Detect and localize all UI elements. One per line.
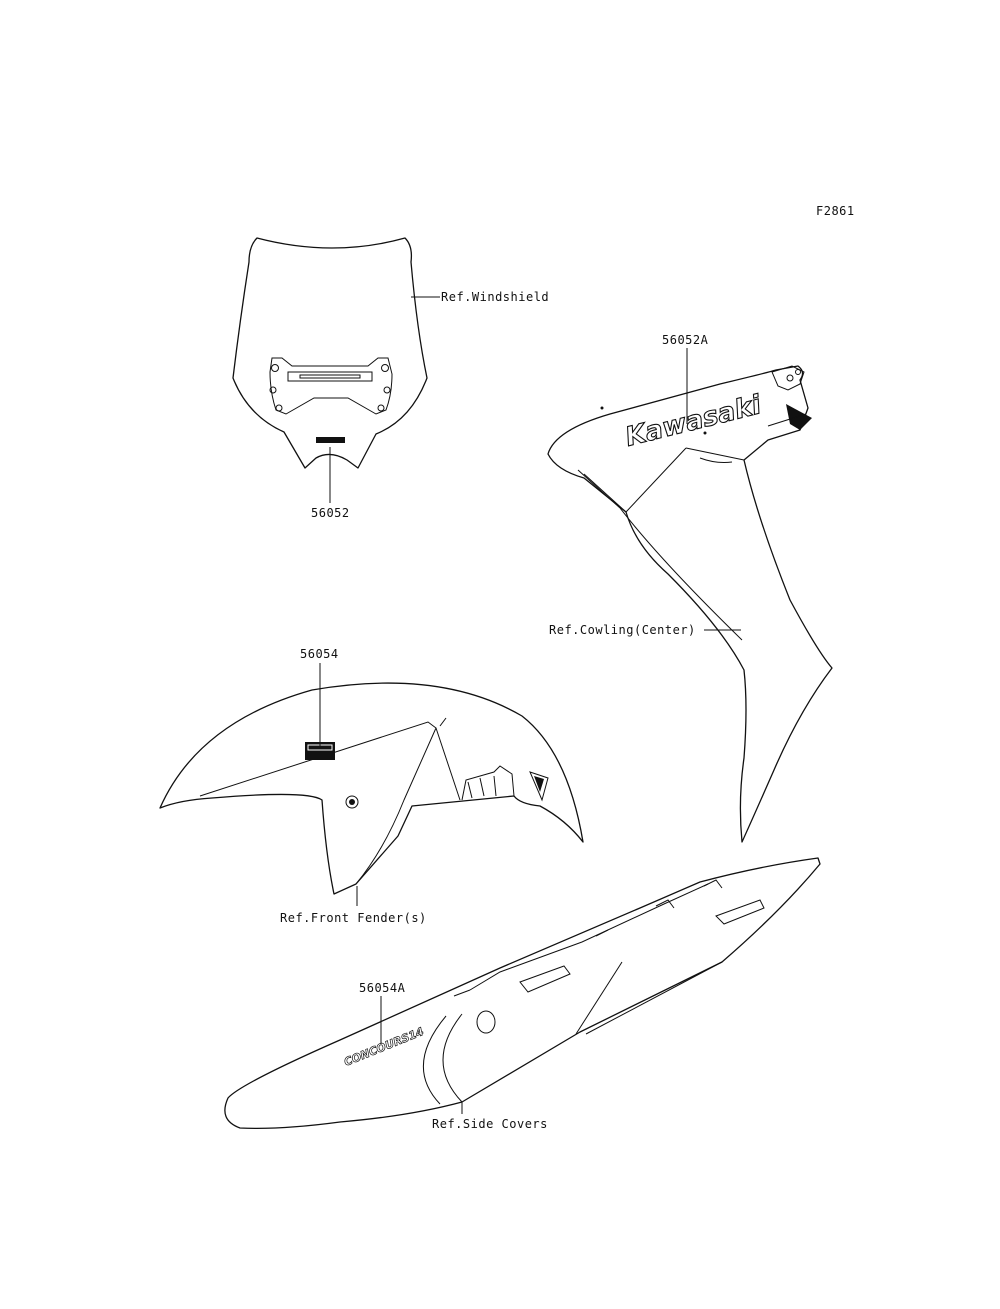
windshield-drawing [232,237,428,469]
side-cover-ref-label: Ref.Side Covers [432,1117,548,1131]
fender-ref-label: Ref.Front Fender(s) [280,911,427,925]
cowling-logo: Kawasaki [622,390,765,453]
fender-drawing [159,682,584,895]
fender-emblem [305,742,335,760]
cowling-ref-label: Ref.Cowling(Center) [549,623,696,637]
side-cover-logo: CONCOURS14 [342,1025,425,1069]
side-cover-drawing: CONCOURS14 [224,857,821,1130]
figure-id: F2861 [816,204,855,218]
fender-part-number: 56054 [300,647,339,661]
windshield-part-number: 56052 [311,506,350,520]
windshield-emblem [316,437,345,443]
side-cover-part-number: 56054A [359,981,406,995]
cowling-part-number: 56052A [662,333,709,347]
cowling-drawing: Kawasaki [547,365,833,843]
windshield-ref-label: Ref.Windshield [441,290,549,304]
